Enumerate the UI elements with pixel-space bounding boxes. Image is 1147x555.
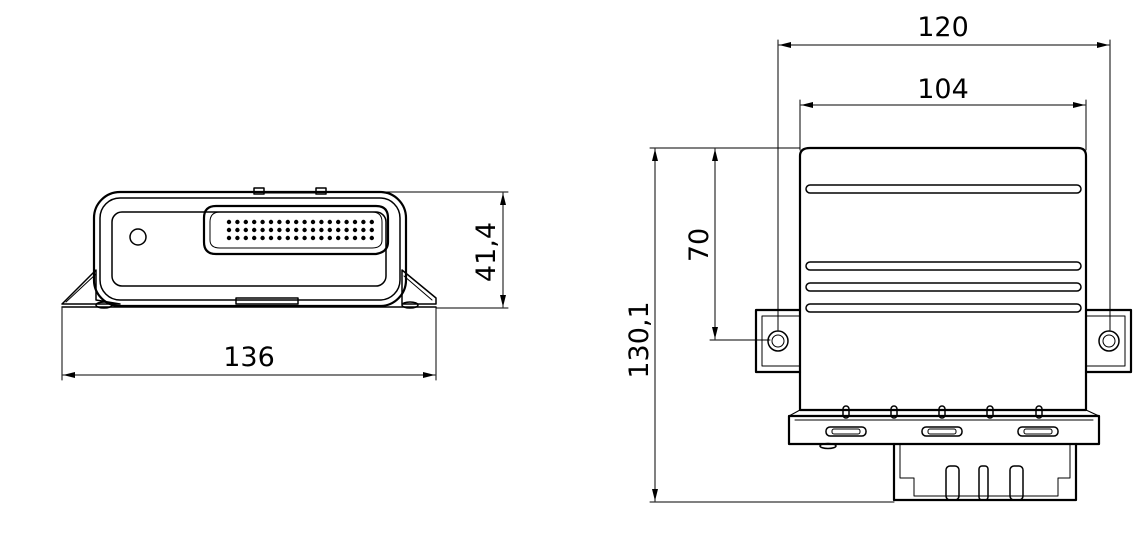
front-height-label: 41,4 (471, 222, 502, 282)
body-width-label: 104 (917, 74, 969, 105)
front-height-dimension: 41,4 (329, 191, 509, 309)
overall-height-dimension: 130,1 (624, 147, 895, 503)
connector-pin (361, 219, 366, 225)
mount-offset-label: 70 (684, 228, 715, 262)
connector-pin (319, 235, 324, 241)
connector-pin (243, 235, 248, 241)
connector-pin (252, 219, 257, 225)
connector-pin (302, 235, 307, 241)
connector-pin (336, 235, 341, 241)
front-width-dimension: 136 (61, 307, 437, 381)
connector-pin (285, 235, 290, 241)
connector-pin (319, 219, 324, 225)
top-body (798, 146, 1088, 412)
connector-pin (344, 219, 349, 225)
connector-pin (277, 227, 282, 233)
connector-pin (310, 235, 316, 241)
front-top-clip-right (315, 187, 327, 195)
connector-pin (319, 227, 324, 233)
right-mount-ear (1084, 308, 1133, 374)
connector-pin (327, 219, 332, 225)
connector-pin (327, 227, 332, 233)
front-view (61, 187, 437, 309)
connector-pin (327, 235, 332, 241)
front-foot-center (235, 297, 299, 305)
connector-pin (268, 235, 274, 241)
top-slot-3 (805, 282, 1082, 292)
connector-pin (235, 235, 240, 241)
front-connector (202, 204, 390, 256)
flange-slot-3 (1017, 426, 1059, 437)
connector-pin (243, 219, 248, 225)
connector-pin (361, 235, 366, 241)
connector-pin (369, 219, 374, 225)
connector-pin (243, 227, 248, 233)
top-slot-4 (805, 303, 1082, 313)
connector-pin (252, 235, 257, 241)
connector-pin (310, 227, 316, 233)
connector-pin (260, 219, 265, 225)
top-slot-1 (805, 184, 1082, 194)
connector-pin (252, 227, 257, 233)
front-housing-outer (92, 190, 408, 308)
top-slot-2 (805, 261, 1082, 271)
top-view (754, 146, 1133, 502)
connector-pin (344, 235, 349, 241)
front-mount-hole (129, 228, 147, 246)
front-top-clip-left (253, 187, 265, 195)
connector-tab-2 (978, 465, 989, 501)
connector-pin (294, 227, 299, 233)
connector-pin (352, 235, 358, 241)
connector-pin (235, 227, 240, 233)
connector-pin (352, 219, 358, 225)
right-ear-hole (1098, 330, 1120, 352)
connector-pin (369, 227, 374, 233)
left-ear-hole (767, 330, 789, 352)
connector-pin (302, 219, 307, 225)
connector-tab-1 (945, 465, 960, 501)
flange-slot-2 (921, 426, 963, 437)
body-width-dimension: 104 (799, 74, 1087, 151)
connector-pin (277, 219, 282, 225)
connector-pin (302, 227, 307, 233)
top-lower-flange (787, 414, 1101, 446)
overall-width-dimension: 120 (777, 12, 1111, 331)
front-foot-right (401, 301, 419, 309)
connector-pin (310, 219, 316, 225)
flange-clips (842, 405, 1043, 419)
connector-pin (369, 235, 374, 241)
connector-pin (260, 227, 265, 233)
overall-height-label: 130,1 (624, 301, 655, 378)
connector-pin (294, 219, 299, 225)
connector-pin (336, 227, 341, 233)
connector-pin (260, 235, 265, 241)
mount-offset-dimension: 70 (684, 147, 801, 341)
connector-pin (226, 235, 232, 241)
connector-pin (336, 219, 341, 225)
connector-pin (235, 219, 240, 225)
connector-pin (361, 227, 366, 233)
connector-pin (226, 227, 232, 233)
overall-width-label: 120 (917, 12, 969, 43)
flange-slot-1 (825, 426, 867, 437)
connector-pin (277, 235, 282, 241)
front-housing-inner (99, 197, 401, 301)
connector-pin (226, 219, 232, 225)
connector-pin (268, 219, 274, 225)
connector-tab-3 (1009, 465, 1024, 501)
connector-pin (285, 219, 290, 225)
connector-pin (268, 227, 274, 233)
front-foot-left (95, 301, 113, 309)
connector-pin (294, 235, 299, 241)
front-width-label: 136 (223, 342, 275, 373)
connector-pins (226, 219, 374, 241)
top-connector-shroud (892, 442, 1078, 502)
connector-pin (352, 227, 358, 233)
connector-pin (285, 227, 290, 233)
connector-pin (344, 227, 349, 233)
front-flange (61, 269, 437, 305)
